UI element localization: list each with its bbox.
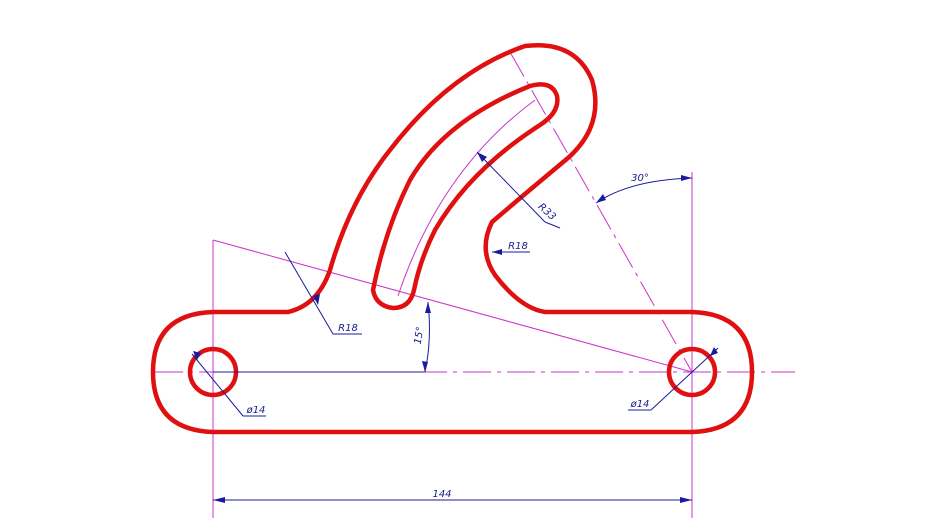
dimension-lines — [191, 151, 719, 503]
overall-length-label: 144 — [432, 489, 451, 500]
radius-inner-label: R18 — [508, 241, 528, 252]
r33-shoulder — [544, 221, 561, 229]
r18-inner-arrow — [492, 249, 502, 255]
overall-arrow-left — [213, 497, 225, 503]
construction-lines — [155, 51, 795, 518]
right-hole-arrow — [710, 347, 718, 356]
fifteen-arrow-bottom — [422, 361, 428, 372]
r18-fillet-leader — [284, 251, 334, 335]
thirty-degree-center-line — [509, 51, 693, 373]
outer-contour — [150, 43, 755, 435]
left-hole-leader — [191, 353, 244, 417]
radius-slot-label: R33 — [536, 201, 558, 222]
left-hole-diameter-label: ø14 — [246, 405, 266, 416]
angle-fifteen-label: 15° — [413, 326, 427, 345]
thirty-arrow-left — [596, 194, 606, 203]
curved-slot — [370, 82, 560, 311]
r18-fillet-arrow — [313, 294, 320, 305]
r33-leader-line — [476, 151, 546, 223]
right-hole-leader — [650, 347, 719, 411]
slot-center-arc — [397, 99, 536, 297]
right-hole-diameter-label: ø14 — [630, 399, 650, 410]
dimension-labels: 144 30° 15° R33 R18 R18 ø14 ø14 — [246, 173, 650, 500]
left-hole-arrow — [193, 351, 201, 360]
part-outline — [150, 43, 755, 435]
thirty-arrow-right — [681, 175, 692, 181]
right-hole — [666, 346, 718, 398]
fifteen-degree-line — [212, 239, 693, 373]
angle-thirty-label: 30° — [631, 173, 649, 184]
r33-arrow — [477, 152, 487, 162]
overall-arrow-right — [680, 497, 692, 503]
fifteen-arrow-top — [425, 302, 431, 313]
radius-fillet-label: R18 — [338, 323, 358, 334]
